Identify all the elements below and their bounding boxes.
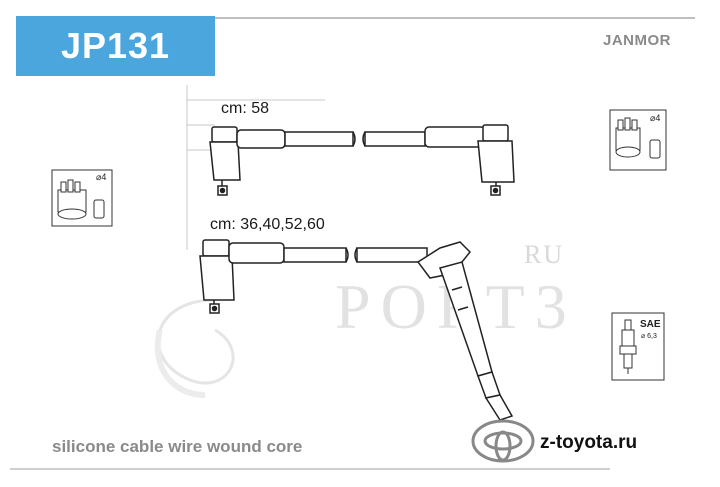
cable-2-plug-boot: [416, 241, 514, 421]
cable-1-left-boot: [209, 126, 286, 196]
distributor-icon-right: [609, 109, 667, 171]
distributor-right-size: ⌀4: [650, 113, 661, 123]
spark-plug-icon: [611, 312, 665, 381]
part-number: JP131: [60, 25, 171, 66]
watermark-swirl: [156, 298, 235, 385]
spark-plug-size: ⌀ 6,3: [641, 333, 657, 340]
watermark-ru: RU: [524, 240, 565, 269]
cable-2-left-boot: [199, 239, 285, 314]
cable-description: silicone cable wire wound core: [52, 437, 303, 456]
cable-1-wire: [284, 131, 426, 147]
part-number-badge: JP131: [16, 16, 215, 76]
cable-2-length-label: cm: 36,40,52,60: [210, 216, 325, 233]
header-rule: [215, 17, 695, 19]
cable-2-wire: [283, 247, 428, 263]
distributor-left-size: ⌀4: [96, 172, 107, 182]
cable-1-right-boot: [424, 124, 515, 196]
brand-name: JANMOR: [603, 32, 672, 49]
distributor-icon-left: [51, 169, 113, 227]
toyota-logo-icon: [471, 419, 535, 463]
cable-1-length-label: cm: 58: [221, 100, 270, 117]
dimension-ticks: [186, 85, 325, 250]
footer-rule: [10, 468, 610, 470]
spark-plug-standard: SAE: [640, 319, 661, 330]
website-label: z-toyota.ru: [540, 432, 638, 453]
watermark-swirl-2: [154, 329, 206, 398]
